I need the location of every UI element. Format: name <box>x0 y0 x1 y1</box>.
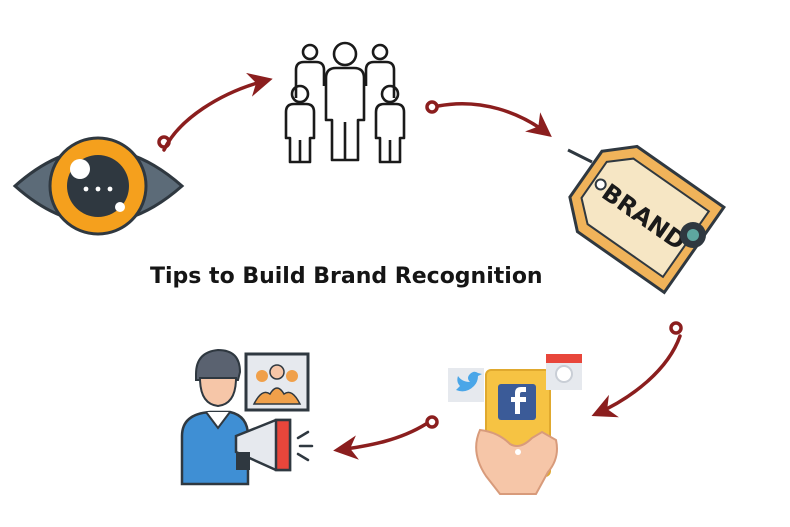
eye-icon <box>12 136 185 236</box>
people-group-icon <box>284 41 406 164</box>
megaphone-person-icon <box>180 348 314 486</box>
social-phone-icon <box>448 354 582 495</box>
brand-tag-icon: BRAND <box>567 144 726 295</box>
hand-icon <box>475 428 558 495</box>
arrow-eye-to-people <box>157 72 273 152</box>
arrow-phone-to-megaphone <box>333 415 439 460</box>
diagram-title: Tips to Build Brand Recognition <box>150 264 543 289</box>
arrow-tag-to-phone <box>591 321 683 418</box>
twitter-icon <box>456 371 482 392</box>
arrow-people-to-tag <box>425 100 552 138</box>
camera-icon <box>555 365 573 383</box>
